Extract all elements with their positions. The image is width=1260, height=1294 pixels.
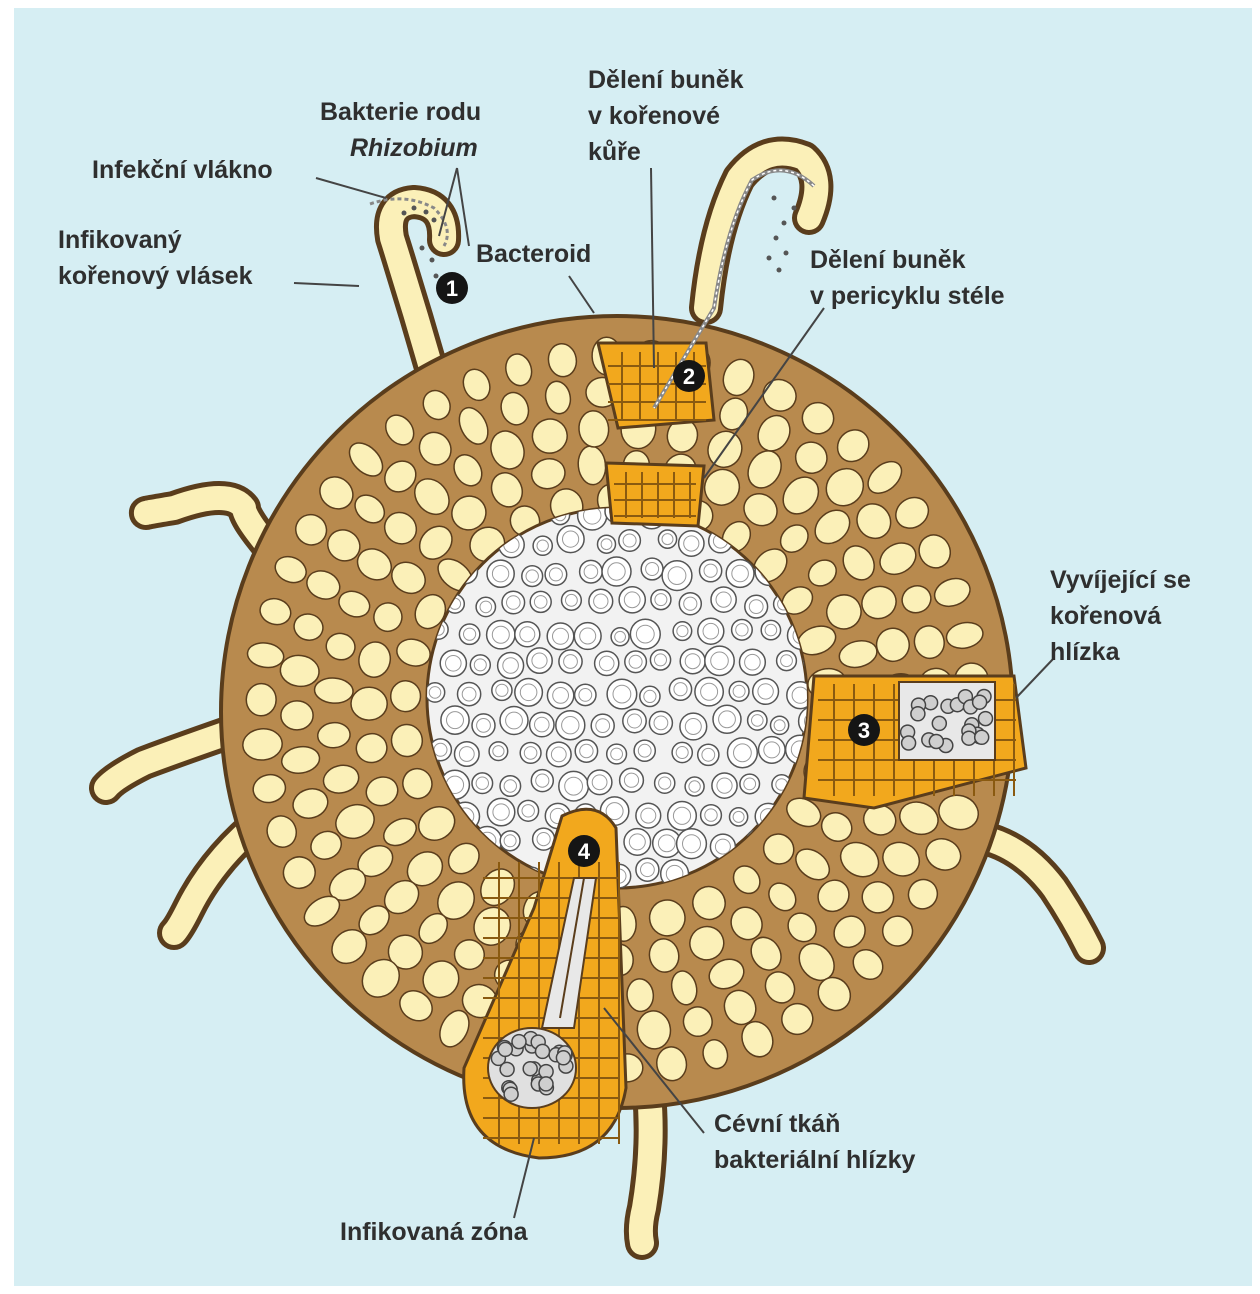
label-infected-hair-line2: kořenový vlásek — [58, 262, 253, 290]
label-cortex-division-line3: kůře — [588, 138, 641, 166]
label-infected-hair-line1: Infikovaný — [58, 226, 182, 254]
stage-1-marker: 1 — [436, 272, 468, 304]
stage-2-pericycle-division — [606, 463, 704, 526]
stage-3-marker: 3 — [848, 714, 880, 746]
label-bacteria-line2: Rhizobium — [350, 134, 478, 162]
stage-4-marker: 4 — [568, 835, 600, 867]
label-infection-thread: Infekční vlákno — [92, 156, 273, 184]
label-vascular-line2: bakteriální hlízky — [714, 1146, 916, 1174]
svg-text:1: 1 — [446, 276, 458, 301]
label-pericycle-division-line2: v pericyklu stéle — [810, 282, 1005, 310]
root-nodule-diagram: 1 2 3 4 Bakterie rodu Rhizobium Infekční… — [14, 8, 1252, 1286]
label-bacteria-line1: Bakterie rodu — [320, 98, 481, 126]
stage-2-marker: 2 — [673, 360, 705, 392]
label-cortex-division-line1: Dělení buněk — [588, 66, 744, 94]
label-vascular-line1: Cévní tkáň — [714, 1110, 840, 1138]
label-infected-zone: Infikovaná zóna — [340, 1218, 529, 1246]
diagram-frame: 1 2 3 4 Bakterie rodu Rhizobium Infekční… — [14, 8, 1252, 1286]
svg-text:3: 3 — [858, 718, 870, 743]
label-developing-nodule-line3: hlízka — [1050, 638, 1121, 666]
label-pericycle-division-line1: Dělení buněk — [810, 246, 966, 274]
svg-text:4: 4 — [578, 839, 591, 864]
label-developing-nodule-line2: kořenová — [1050, 602, 1161, 630]
label-cortex-division-line2: v kořenové — [588, 102, 720, 130]
label-developing-nodule-line1: Vyvíjející se — [1050, 566, 1191, 594]
label-bacteroid: Bacteroid — [476, 240, 591, 268]
svg-text:2: 2 — [683, 364, 695, 389]
